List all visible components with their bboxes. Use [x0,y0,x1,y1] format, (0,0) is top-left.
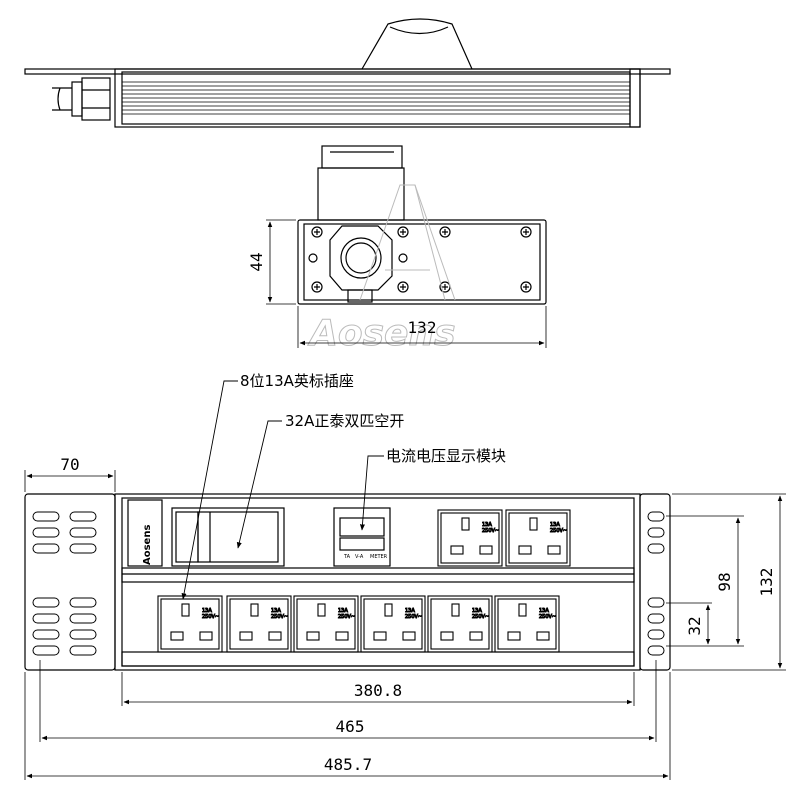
watermark: Aosens [307,313,456,354]
socket-rating-current: 13A [338,608,348,614]
live-pin-slot [518,545,532,555]
socket-rating-current: 13A [482,522,492,528]
meter-label-2: V-A [355,554,364,560]
neutral-pin-slot [199,631,213,641]
dim-inner-length: 380.8 [354,681,402,700]
socket-rating-current: 13A [472,608,482,614]
socket-rating-voltage: 250V~ [539,614,556,620]
socket-rating-voltage: 250V~ [271,614,288,620]
neutral-pin-slot [469,631,483,641]
socket-rating-current: 13A [271,608,281,614]
neutral-pin-slot [335,631,349,641]
side-view-dimensions [266,219,547,348]
socket-rating-voltage: 250V~ [338,614,355,620]
socket-rating-voltage: 250V~ [202,614,219,620]
label-meter: 电流电压显示模块 [386,447,506,465]
dim-side-height: 44 [247,252,266,271]
side-view-screws [308,226,532,293]
mounting-slots [32,511,665,656]
side-view [297,145,547,305]
brand-logo: Aosens [142,525,153,565]
dim-mount-ear: 70 [60,455,79,474]
earth-pin-slot [384,603,393,617]
top-view-ribs [122,81,630,115]
dim-side-width: 132 [408,318,437,337]
dim-hole-pitch: 32 [685,616,704,635]
top-view [24,18,671,128]
watermark-logo [359,184,456,301]
front-view-dimensions [24,470,786,780]
earth-pin-slot [529,517,538,531]
socket-rating-voltage: 250V~ [482,528,499,534]
front-view [24,493,671,671]
callout-leaders [181,380,384,600]
live-pin-slot [239,631,253,641]
meter-label-1: TA [343,554,351,560]
label-sockets: 8位13A英标插座 [240,372,354,390]
socket-rating-voltage: 250V~ [550,528,567,534]
neutral-pin-slot [547,545,561,555]
socket-rating-current: 13A [405,608,415,614]
socket-rating-current: 13A [539,608,549,614]
socket-array: 13A250V~13A250V~13A250V~13A250V~13A250V~… [157,509,571,653]
neutral-pin-slot [479,545,493,555]
dim-height: 132 [757,568,776,597]
live-pin-slot [450,545,464,555]
earth-pin-slot [518,603,527,617]
earth-pin-slot [451,603,460,617]
earth-pin-slot [250,603,259,617]
live-pin-slot [170,631,184,641]
socket-rating-voltage: 250V~ [405,614,422,620]
socket-rating-current: 13A [550,522,560,528]
dim-hole-span: 98 [715,572,734,591]
live-pin-slot [373,631,387,641]
earth-pin-slot [317,603,326,617]
earth-pin-slot [181,603,190,617]
dim-mount-pitch: 465 [336,717,365,736]
live-pin-slot [507,631,521,641]
dim-overall-length: 485.7 [324,755,372,774]
neutral-pin-slot [268,631,282,641]
meter-label-3: METER [370,554,388,560]
live-pin-slot [306,631,320,641]
earth-pin-slot [461,517,470,531]
neutral-pin-slot [536,631,550,641]
socket-rating-current: 13A [202,608,212,614]
socket-rating-voltage: 250V~ [472,614,489,620]
neutral-pin-slot [402,631,416,641]
label-breaker: 32A正泰双匹空开 [285,412,404,430]
live-pin-slot [440,631,454,641]
